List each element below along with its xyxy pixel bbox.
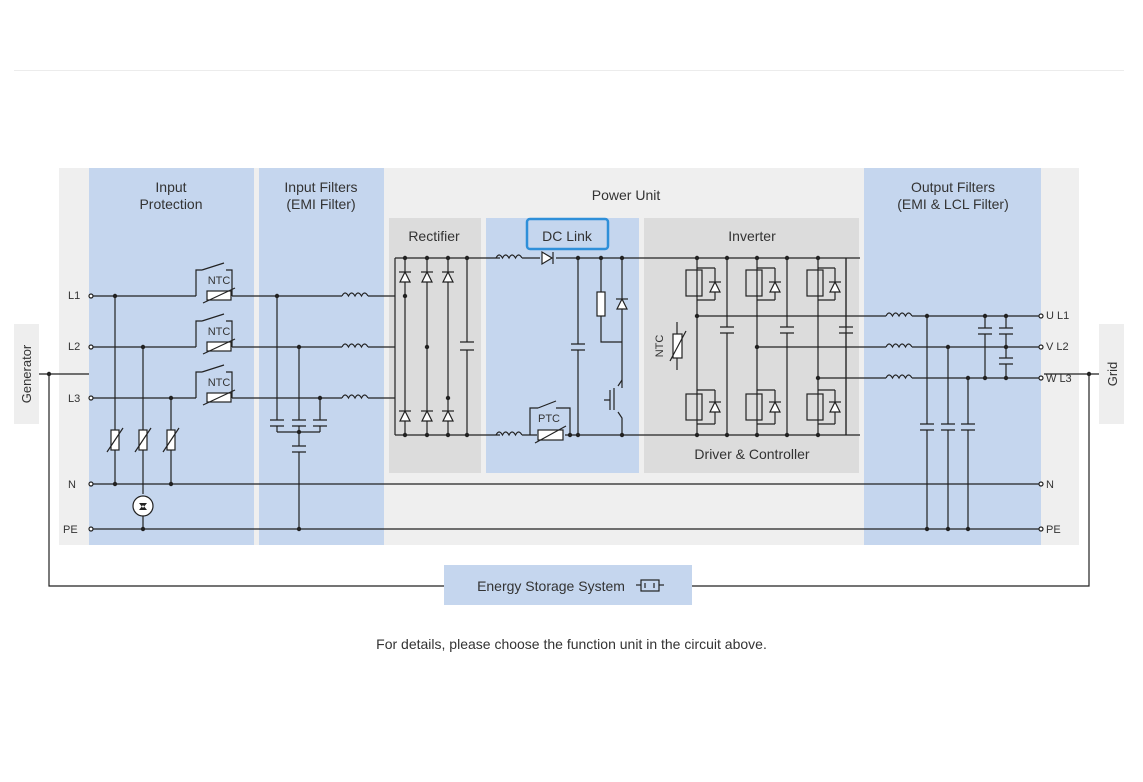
output-filter-circuit [885, 312, 1044, 532]
inverter-title: Inverter [728, 228, 776, 244]
input-line-label: L1 [68, 290, 80, 302]
generator-label: Generator [19, 344, 34, 403]
output-line-labels: U L1 V L2 W L3 N PE [1046, 310, 1072, 536]
input-line-label: L2 [68, 341, 80, 353]
grid-label: Grid [1105, 362, 1120, 387]
inverter-ntc-label: NTC [654, 335, 666, 358]
ntc-label: NTC [208, 377, 231, 389]
input-protection-section[interactable]: Input Protection [89, 168, 254, 545]
input-line-label: L3 [68, 393, 80, 405]
input-wiring [88, 262, 1044, 532]
inverter-circuit [669, 255, 886, 438]
ntc-label: NTC [208, 275, 231, 287]
output-line-label: PE [1046, 524, 1061, 536]
rectifier-section[interactable]: Rectifier [389, 218, 481, 473]
output-filters-title-1: Output Filters [911, 179, 995, 195]
input-filters-section[interactable]: Input Filters (EMI Filter) [259, 168, 384, 545]
output-line-label: V L2 [1046, 341, 1069, 353]
input-line-label: PE [63, 524, 78, 536]
footer-instruction: For details, please choose the function … [376, 636, 767, 652]
output-line-label: N [1046, 479, 1054, 491]
grid-tab [1099, 324, 1124, 424]
battery-icon [636, 579, 664, 592]
input-line-label: N [68, 479, 76, 491]
input-protection-title-1: Input [155, 179, 186, 195]
dc-link-highlight [525, 217, 610, 251]
ptc-label: PTC [538, 413, 560, 425]
power-unit-title: Power Unit [592, 187, 661, 203]
output-line-label: W L3 [1046, 373, 1072, 385]
rectifier-title: Rectifier [408, 228, 460, 244]
top-divider [14, 70, 1124, 71]
output-line-label: U L1 [1046, 310, 1069, 322]
generator-tab [14, 324, 39, 424]
output-filters-section[interactable]: Output Filters (EMI & LCL Filter) [864, 168, 1041, 545]
output-filters-title-2: (EMI & LCL Filter) [897, 196, 1009, 212]
dc-link-circuit [495, 250, 860, 444]
energy-storage-label: Energy Storage System [477, 578, 625, 594]
energy-storage-system-box[interactable]: Energy Storage System [444, 565, 692, 605]
driver-controller-title: Driver & Controller [694, 446, 809, 462]
input-protection-title-2: Protection [139, 196, 202, 212]
input-filters-title-1: Input Filters [284, 179, 357, 195]
input-line-labels: L1 L2 L3 N PE [63, 290, 80, 536]
ess-loop-wiring [39, 371, 1099, 587]
rectifier-bridge [394, 255, 500, 438]
input-filters-title-2: (EMI Filter) [286, 196, 355, 212]
dc-link-title: DC Link [542, 228, 593, 244]
ntc-label: NTC [208, 326, 231, 338]
ntc-labels: NTC NTC NTC [208, 275, 231, 389]
